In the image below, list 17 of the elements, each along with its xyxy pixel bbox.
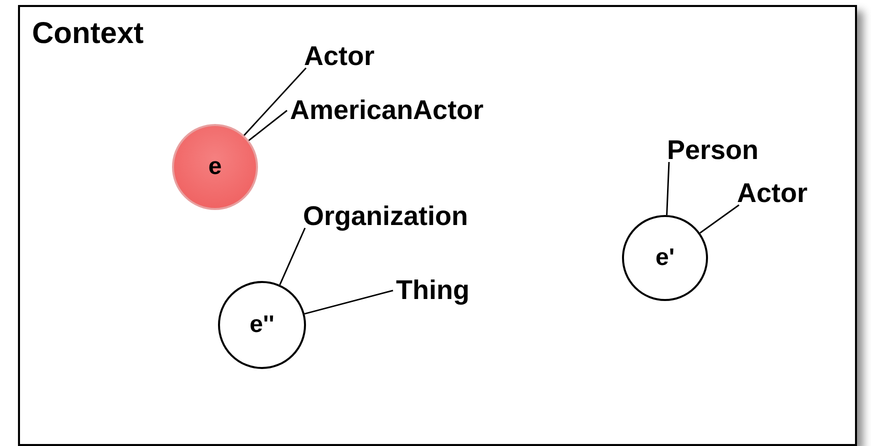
- leader-line: [666, 162, 670, 216]
- leader-line: [244, 68, 307, 136]
- leader-line: [279, 228, 306, 286]
- entity-name: e'': [250, 313, 274, 337]
- type-label: Person: [667, 137, 759, 164]
- leader-line: [304, 290, 394, 315]
- context-frame: [18, 5, 857, 446]
- type-label: Actor: [304, 43, 375, 70]
- leader-line: [248, 110, 288, 142]
- leader-line: [700, 204, 740, 234]
- frame-title: Context: [32, 19, 144, 49]
- entity-name: e: [208, 155, 222, 179]
- type-label: Actor: [737, 180, 808, 207]
- type-label: Thing: [396, 277, 470, 304]
- entity-name: e': [655, 246, 675, 270]
- type-label: AmericanActor: [290, 97, 484, 124]
- type-label: Organization: [303, 203, 468, 230]
